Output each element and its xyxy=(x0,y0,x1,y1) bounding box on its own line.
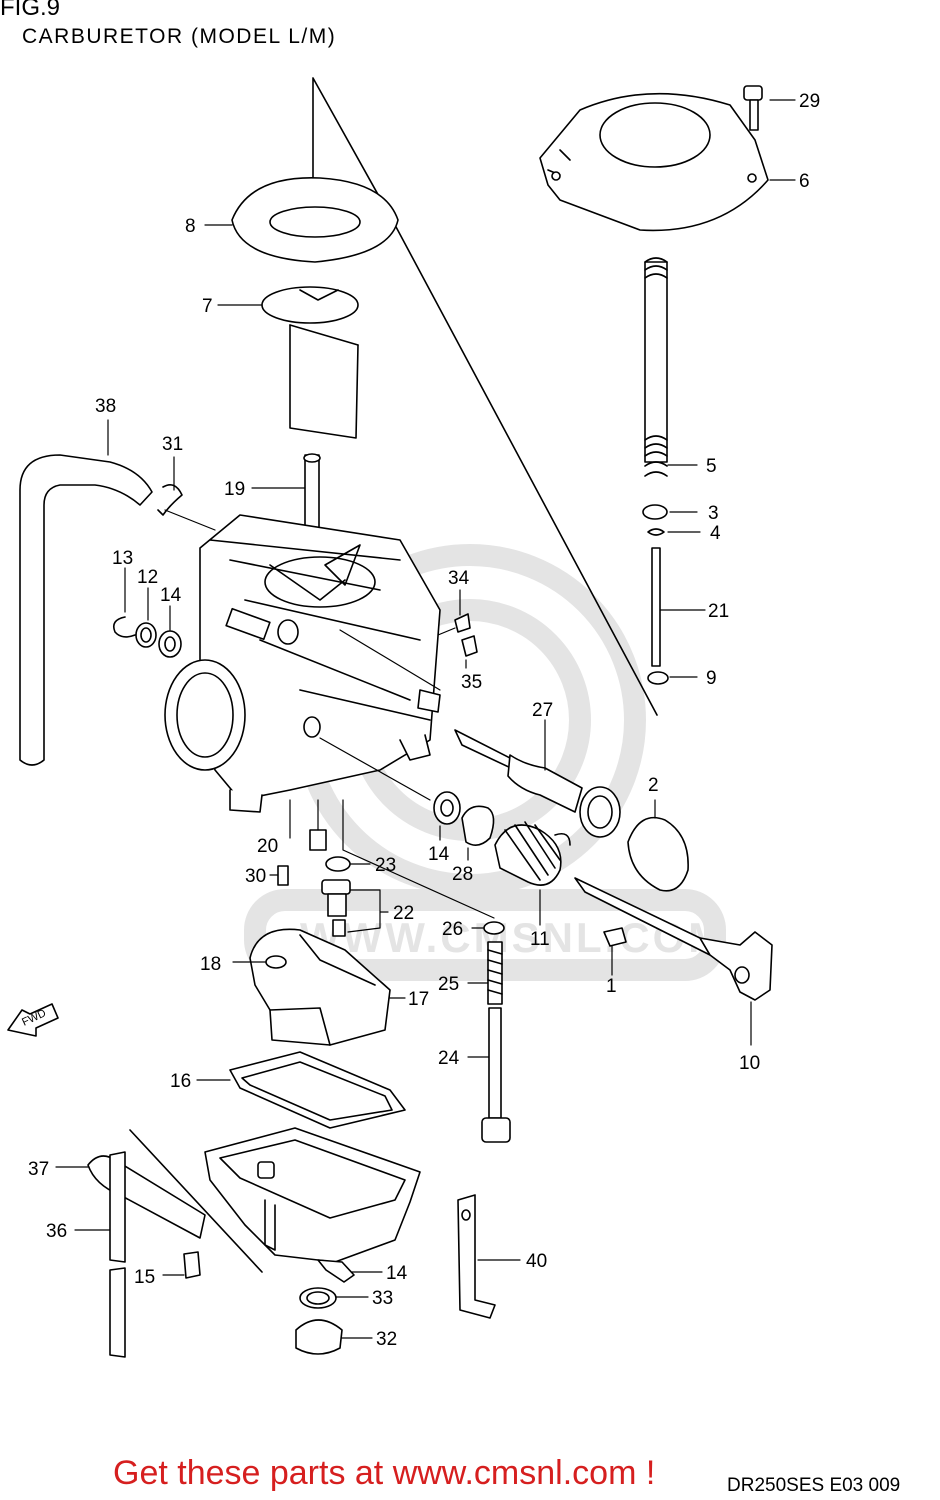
callout-2: 2 xyxy=(648,775,659,796)
callout-3: 3 xyxy=(708,503,719,524)
callout-12: 12 xyxy=(137,567,158,588)
callout-14a: 14 xyxy=(160,585,182,606)
screw-36-part xyxy=(461,635,478,657)
callout-14b: 14 xyxy=(428,844,450,865)
throttle-shaft-part xyxy=(574,877,773,1001)
promo-link[interactable]: Get these parts at www.cmsnl.com ! xyxy=(113,1454,656,1492)
callout-30: 29 xyxy=(799,91,820,112)
jet-needle-part xyxy=(651,547,661,667)
hose-39-part xyxy=(19,454,153,766)
screw-35-part xyxy=(454,613,471,633)
clip-13-part xyxy=(112,616,136,638)
diagram-code: DR250SES E03 009 xyxy=(727,1475,901,1496)
top-cover-part xyxy=(539,92,769,232)
callout-34: 33 xyxy=(372,1288,393,1309)
washer-27-part xyxy=(483,921,505,935)
callout-8: 8 xyxy=(185,216,196,237)
figure-title: FIG.9 xyxy=(0,0,61,21)
watermark-logo: WWW.CMSNL.COM xyxy=(244,544,726,981)
screw-1-part xyxy=(603,927,627,947)
screw-31-part xyxy=(277,865,289,886)
callout-7: 7 xyxy=(202,296,213,317)
callout-19: 18 xyxy=(200,954,221,975)
callout-25: 24 xyxy=(438,1048,460,1069)
callout-26: 25 xyxy=(438,974,459,995)
callout-4: 4 xyxy=(710,523,721,544)
spring-rod-part xyxy=(644,257,668,477)
clip-32-part xyxy=(157,484,183,516)
cap-2-part xyxy=(627,816,689,892)
callout-16: 15 xyxy=(134,1267,155,1288)
float-bowl-part xyxy=(204,1127,421,1263)
washer-14a-part xyxy=(158,630,182,658)
screw-26-part xyxy=(487,941,503,1005)
screw-15-part xyxy=(317,1259,355,1283)
collar-29-part xyxy=(461,805,495,846)
callout-29: 28 xyxy=(452,864,473,885)
callout-37: 36 xyxy=(46,1221,67,1242)
callout-36: 35 xyxy=(461,672,482,693)
callout-33: 32 xyxy=(376,1329,397,1350)
clip-4-part xyxy=(647,528,665,536)
callout-38: 37 xyxy=(28,1159,49,1180)
callout-39: 38 xyxy=(95,396,116,417)
needle-25-part xyxy=(481,1007,511,1143)
hose-37-part xyxy=(109,1151,126,1263)
callout-10: 10 xyxy=(739,1053,760,1074)
callout-13: 13 xyxy=(112,548,133,569)
seat-3-part xyxy=(642,504,668,520)
callout-17: 16 xyxy=(170,1071,191,1092)
jet-21-part xyxy=(309,829,327,851)
oring-34-part xyxy=(299,1287,337,1309)
bracket-38-part xyxy=(87,1155,206,1239)
washer-9-part xyxy=(647,671,669,685)
callout-9: 9 xyxy=(706,668,717,689)
callout-24: 23 xyxy=(375,855,396,876)
callout-6: 6 xyxy=(799,171,810,192)
washer-14b-part xyxy=(433,791,461,825)
callout-31: 30 xyxy=(245,866,266,887)
adjuster-28-part xyxy=(454,729,621,838)
callout-5: 5 xyxy=(706,456,717,477)
callout-numbers: 29 6 8 7 38 31 19 5 3 4 21 9 13 12 14 34… xyxy=(28,91,820,1350)
spring-11-part xyxy=(494,821,571,886)
washer-24-part xyxy=(325,856,351,872)
piston-part xyxy=(261,286,359,439)
diaphragm-part xyxy=(231,177,399,263)
washer-19-part xyxy=(265,955,287,969)
bracket-40-part xyxy=(457,1194,496,1319)
screw-30-part xyxy=(743,85,763,131)
callout-32: 31 xyxy=(162,434,183,455)
callout-21: 20 xyxy=(257,836,278,857)
callout-35: 34 xyxy=(448,568,470,589)
fwd-arrow-icon: FWD xyxy=(7,1003,59,1037)
washer-12-part xyxy=(135,622,157,648)
callout-18: 17 xyxy=(408,989,429,1010)
callout-15: 14 xyxy=(386,1263,408,1284)
callout-1: 1 xyxy=(606,976,617,997)
gasket-17-part xyxy=(229,1051,406,1129)
callout-20: 19 xyxy=(224,479,245,500)
callout-22: 21 xyxy=(708,601,729,622)
callout-40: 40 xyxy=(526,1251,547,1272)
drain-plug-33-part xyxy=(295,1319,343,1355)
carburetor-body-part xyxy=(164,514,441,813)
figure-subtitle: CARBURETOR (MODEL L/M) xyxy=(22,25,337,48)
callout-27: 26 xyxy=(442,919,463,940)
callout-11: 11 xyxy=(530,929,550,950)
jet-23-part xyxy=(321,879,351,937)
screw-16-part xyxy=(183,1251,201,1279)
callout-23: 22 xyxy=(393,903,414,924)
callout-28: 27 xyxy=(532,700,553,721)
